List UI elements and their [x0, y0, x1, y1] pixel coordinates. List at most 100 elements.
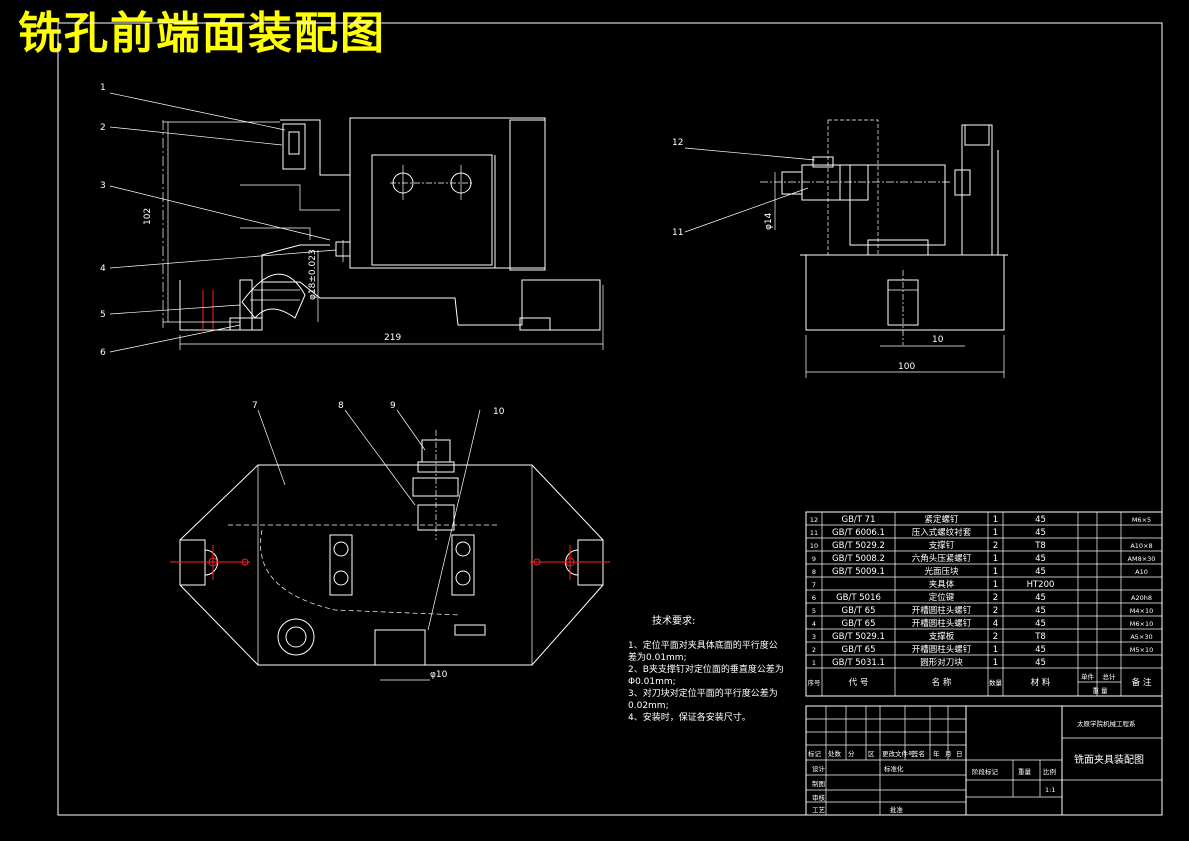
bom-row-qty: 2 — [993, 593, 998, 603]
bom-row-code: GB/T 65 — [842, 619, 876, 629]
bom-row-name: 圆形对刀块 — [920, 657, 963, 668]
bom-row-code: GB/T 65 — [842, 606, 876, 616]
role-process: 工艺 — [812, 806, 826, 814]
bom-header-no: 序号 — [808, 678, 822, 687]
bom-row-qty: 1 — [993, 554, 998, 564]
bom-row-no: 2 — [812, 646, 816, 654]
dim-side-bore: φ14 — [764, 212, 774, 230]
balloon-12: 12 — [672, 138, 683, 148]
role-check: 审核 — [812, 793, 826, 802]
bom-row-material: HT200 — [1027, 580, 1055, 590]
dim-front-width: 219 — [384, 333, 401, 343]
bom-row-name: 光面压块 — [924, 566, 959, 577]
bom-row-name: 六角头压紧螺钉 — [912, 553, 972, 564]
rev-day: 日 — [956, 750, 963, 758]
balloon-4: 4 — [100, 264, 106, 274]
scale-value: 1:1 — [1045, 786, 1055, 794]
bom-row-code: GB/T 5008.2 — [832, 554, 885, 564]
bom-row-code: GB/T 6006.1 — [832, 528, 885, 538]
bom-row-no: 1 — [812, 659, 816, 667]
tech-line-6: 0.02mm; — [628, 701, 669, 711]
bom-row-code: GB/T 5016 — [836, 593, 881, 603]
bom-row-no: 9 — [812, 555, 816, 563]
balloon-10: 10 — [493, 407, 505, 417]
bom-row-material: 45 — [1035, 567, 1046, 577]
bom-row-qty: 2 — [993, 632, 998, 642]
bom-header-unit-weight: 单件 — [1081, 672, 1095, 681]
weight-label: 重量 — [1018, 768, 1032, 776]
bom-row-note: A10 — [1135, 568, 1148, 576]
bom-row-material: 45 — [1035, 658, 1046, 668]
role-draw: 制图 — [812, 779, 825, 788]
bom-row-note: M6×5 — [1132, 516, 1151, 524]
rev-doc: 更改文件号 — [882, 749, 915, 758]
bom-row-name: 定位键 — [929, 592, 955, 603]
bom-row-code: GB/T 65 — [842, 645, 876, 655]
bom-row-note: A5×30 — [1130, 633, 1152, 641]
bom-row-material: 45 — [1035, 528, 1046, 538]
std-label: 标准化 — [884, 764, 904, 773]
bom-row-name: 压入式螺纹衬套 — [912, 527, 972, 538]
tech-line-1: 1、定位平面对夹具体底面的平行度公 — [628, 639, 778, 651]
drawing-title: 铣孔前端面装配图 — [18, 8, 386, 59]
tech-requirements: 技术要求: 1、定位平面对夹具体底面的平行度公 差为0.01mm; 2、B夹支撑… — [628, 614, 784, 723]
balloon-6: 6 — [100, 348, 106, 358]
bom-row-material: 45 — [1035, 619, 1046, 629]
rev-zone: 区 — [868, 750, 875, 758]
stage-label: 阶段标记 — [972, 767, 999, 776]
bom-row-name: 夹具体 — [929, 579, 955, 590]
bom-row-material: 45 — [1035, 554, 1046, 564]
bom-header-total-weight: 总计 — [1103, 672, 1117, 681]
bom-row-name: 开槽圆柱头螺钉 — [912, 605, 972, 616]
bom-row-material: 45 — [1035, 593, 1046, 603]
tech-line-2: 差为0.01mm; — [628, 651, 687, 663]
bom-row-no: 6 — [812, 594, 816, 602]
rev-mark: 标记 — [808, 749, 822, 758]
bom-row-code: GB/T 5029.1 — [832, 632, 885, 642]
rev-month: 月 — [945, 750, 952, 758]
bom-row-qty: 1 — [993, 528, 998, 538]
bom-row-code: GB/T 71 — [842, 515, 876, 525]
bom-row-material: 45 — [1035, 515, 1046, 525]
bom-row-note: M6×10 — [1130, 620, 1153, 628]
drawing-border — [57, 22, 1163, 816]
balloon-2: 2 — [100, 123, 106, 133]
scale-label: 比例 — [1043, 767, 1056, 776]
rev-count: 处数 — [828, 749, 842, 758]
dim-plan-bore: φ10 — [430, 670, 448, 680]
bom-row-code: GB/T 5031.1 — [832, 658, 885, 668]
bom-row-qty: 2 — [993, 606, 998, 616]
bom-row-qty: 2 — [993, 541, 998, 551]
bom-header-name: 名 称 — [932, 677, 952, 688]
bom-row-material: 45 — [1035, 645, 1046, 655]
school-name: 太原学院机械工程系 — [1077, 719, 1136, 728]
bom-row-no: 8 — [812, 568, 816, 576]
drawing-name: 铣面夹具装配图 — [1074, 753, 1144, 766]
dim-side-width: 100 — [898, 362, 915, 372]
role-design: 设计 — [812, 764, 826, 773]
dim-front-bore: φ18±0.023 — [308, 249, 318, 300]
bom-row-note: A10×8 — [1130, 542, 1152, 550]
bom-row-name: 开槽圆柱头螺钉 — [912, 644, 972, 655]
tech-line-5: 3、对刀块对定位平面的平行度公差为 — [628, 687, 778, 699]
bom-header-code: 代 号 — [849, 677, 869, 688]
bom-row-code: GB/T 5029.2 — [832, 541, 885, 551]
balloon-3: 3 — [100, 181, 106, 191]
balloon-11: 11 — [672, 228, 683, 238]
bom-row-name: 开槽圆柱头螺钉 — [912, 618, 972, 629]
front-view: 102 219 φ18±0.023 — [143, 117, 604, 350]
balloon-1: 1 — [100, 83, 106, 93]
dim-front-height: 102 — [143, 208, 153, 225]
bom-row-material: T8 — [1034, 541, 1046, 551]
bom-header-note: 备 注 — [1132, 677, 1152, 688]
balloon-8: 8 — [338, 401, 344, 411]
balloon-9: 9 — [390, 401, 396, 411]
rev-part: 分 — [848, 749, 855, 758]
bom-header-weight: 重 量 — [1092, 687, 1108, 695]
tech-line-3: 2、B夹支撑钉对定位面的垂直度公差为 — [628, 663, 784, 675]
bom-row-no: 10 — [810, 542, 818, 550]
bom-row-no: 11 — [810, 529, 818, 537]
